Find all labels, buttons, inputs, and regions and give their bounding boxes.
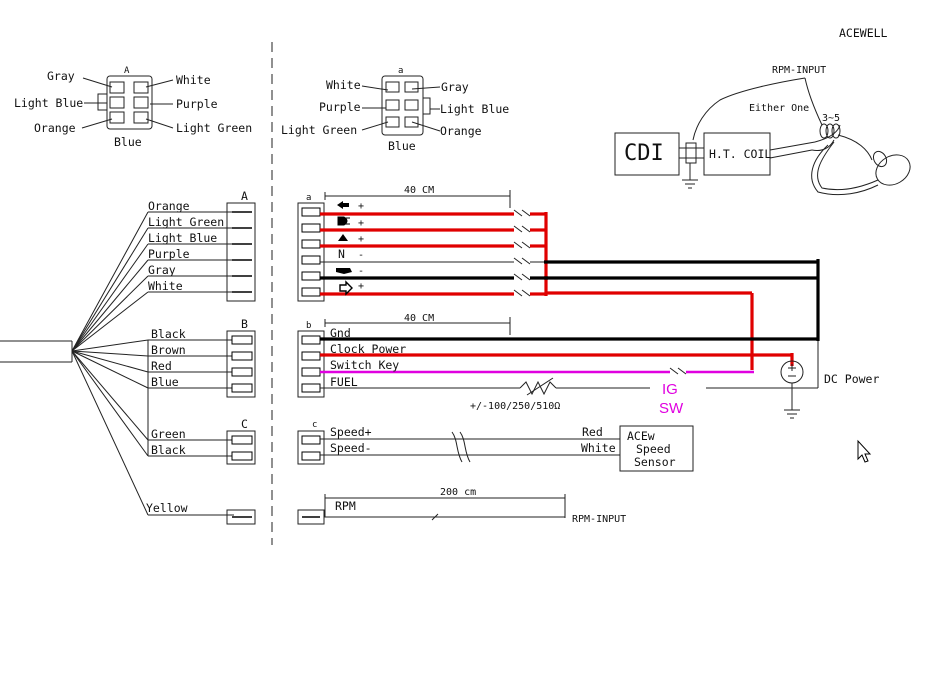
left-turn-icon [337,201,349,209]
face-a-letter: A [124,66,130,76]
device-conn-c-letter: c [312,420,317,430]
len-rpm-label: 200 cm [440,487,476,498]
ig-label: IG [662,381,678,398]
oil-icon [336,268,352,274]
face-b-left-2: Purple [319,100,361,114]
fuel-resistor [519,380,557,396]
rpm-end-label: RPM-INPUT [572,514,626,525]
device-c-color-1: Red [582,425,603,439]
harness-conn-c-letter: C [241,417,248,431]
fuel-resistance-label: +/-100/250/510Ω [470,401,560,412]
device-connector-a: a 40 CM [297,185,818,370]
sw-label: SW [659,400,684,417]
len-b-label: 40 CM [404,313,434,324]
face-a-right-3: Light Green [176,121,252,135]
ignition-section: RPM-INPUT Either One 3~5 CDI H.T. COIL [614,65,911,196]
face-a-left-1: Gray [47,69,75,83]
sensor-line-3: Sensor [634,455,676,469]
brand-label: ACEWELL [839,26,888,40]
harness-c-wire-2: Black [151,443,186,457]
harness-a-wire-6: White [148,279,183,293]
ht-coil-box [703,132,771,176]
device-b-label-2: Clock Power [330,342,406,356]
device-b-label-3: Switch Key [330,358,399,372]
face-b-letter: a [398,66,403,76]
harness-connector-a: A Orange Light Green Light Blue Purple G… [148,189,256,302]
harness-yellow-wire: Yellow [146,501,256,525]
speed-sensor-box [619,425,694,472]
face-a-bottom: Blue [114,135,142,149]
mouse-cursor-icon [857,439,872,463]
face-a-left-2: Light Blue [14,96,83,110]
dc-power-label: DC Power [824,372,879,386]
sign-a-1: + [358,201,364,212]
face-b-left-3: Light Green [281,123,357,137]
harness-a-wire-3: Light Blue [148,231,217,245]
harness-b-wire-1: Black [151,327,186,341]
warning-icon [338,234,348,241]
device-c-label-1: Speed+ [330,425,372,439]
face-b-right-3: Orange [440,124,482,138]
device-b-label-1: Gnd [330,326,351,340]
cdi-box [614,132,680,176]
face-b-bottom: Blue [388,139,416,153]
sign-a-2: + [358,218,364,229]
harness-conn-a-letter: A [241,189,248,203]
neutral-icon: N [338,247,345,261]
harness-yellow-label: Yellow [146,501,188,515]
rpm-input-label: RPM-INPUT [772,65,826,76]
ht-coil-label: H.T. COIL [709,147,771,161]
face-a-right-2: Purple [176,97,218,111]
harness-a-wire-5: Gray [148,263,176,277]
face-b-right-1: Gray [441,80,469,94]
harness-a-wire-1: Orange [148,199,190,213]
harness-conn-b-letter: B [241,317,248,331]
harness-bundle [0,211,149,516]
device-b-label-4: FUEL [330,375,358,389]
sensor-line-2: Speed [636,442,671,456]
sign-a-6: + [358,281,364,292]
face-a-right-1: White [176,73,211,87]
either-one-label: Either One [749,103,809,114]
device-c-color-2: White [581,441,616,455]
harness-a-wire-2: Light Green [148,215,224,229]
harness-connector-c: C Green Black [148,417,256,465]
len-a-label: 40 CM [404,185,434,196]
device-connector-c: c Speed+ Speed- Red White ACEw Speed Sen… [297,420,694,472]
harness-b-wire-3: Red [151,359,172,373]
sign-a-3: + [358,234,364,245]
device-connector-b: b 40 CM Gnd Clock Power Switch Key FUEL … [297,259,879,419]
sign-a-4: - [358,250,364,261]
device-conn-b-letter: b [306,321,311,331]
connector-face-a-small: a White Purple Light Green Gray Light Bl… [281,66,509,153]
device-conn-a-letter: a [306,193,311,203]
plug-cap [875,154,911,186]
face-b-left-1: White [326,78,361,92]
right-turn-icon [339,280,353,296]
high-beam-icon [337,216,350,226]
face-b-right-2: Light Blue [440,102,509,116]
harness-c-wire-1: Green [151,427,186,441]
sensor-line-1: ACEw [627,429,655,443]
face-a-left-3: Orange [34,121,76,135]
device-rpm-wire: 200 cm RPM RPM-INPUT [297,487,626,525]
device-c-label-2: Speed- [330,441,372,455]
harness-connector-b: B Black Brown Red Blue [147,317,256,456]
sign-a-5: - [358,266,364,277]
cdi-label: CDI [624,141,664,166]
turns-label: 3~5 [822,113,840,124]
harness-b-wire-4: Blue [151,375,179,389]
connector-face-a: A Gray Light Blue Orange White Purple Li… [14,66,252,149]
rpm-label: RPM [335,499,356,513]
harness-a-wire-4: Purple [148,247,190,261]
harness-b-wire-2: Brown [151,343,186,357]
